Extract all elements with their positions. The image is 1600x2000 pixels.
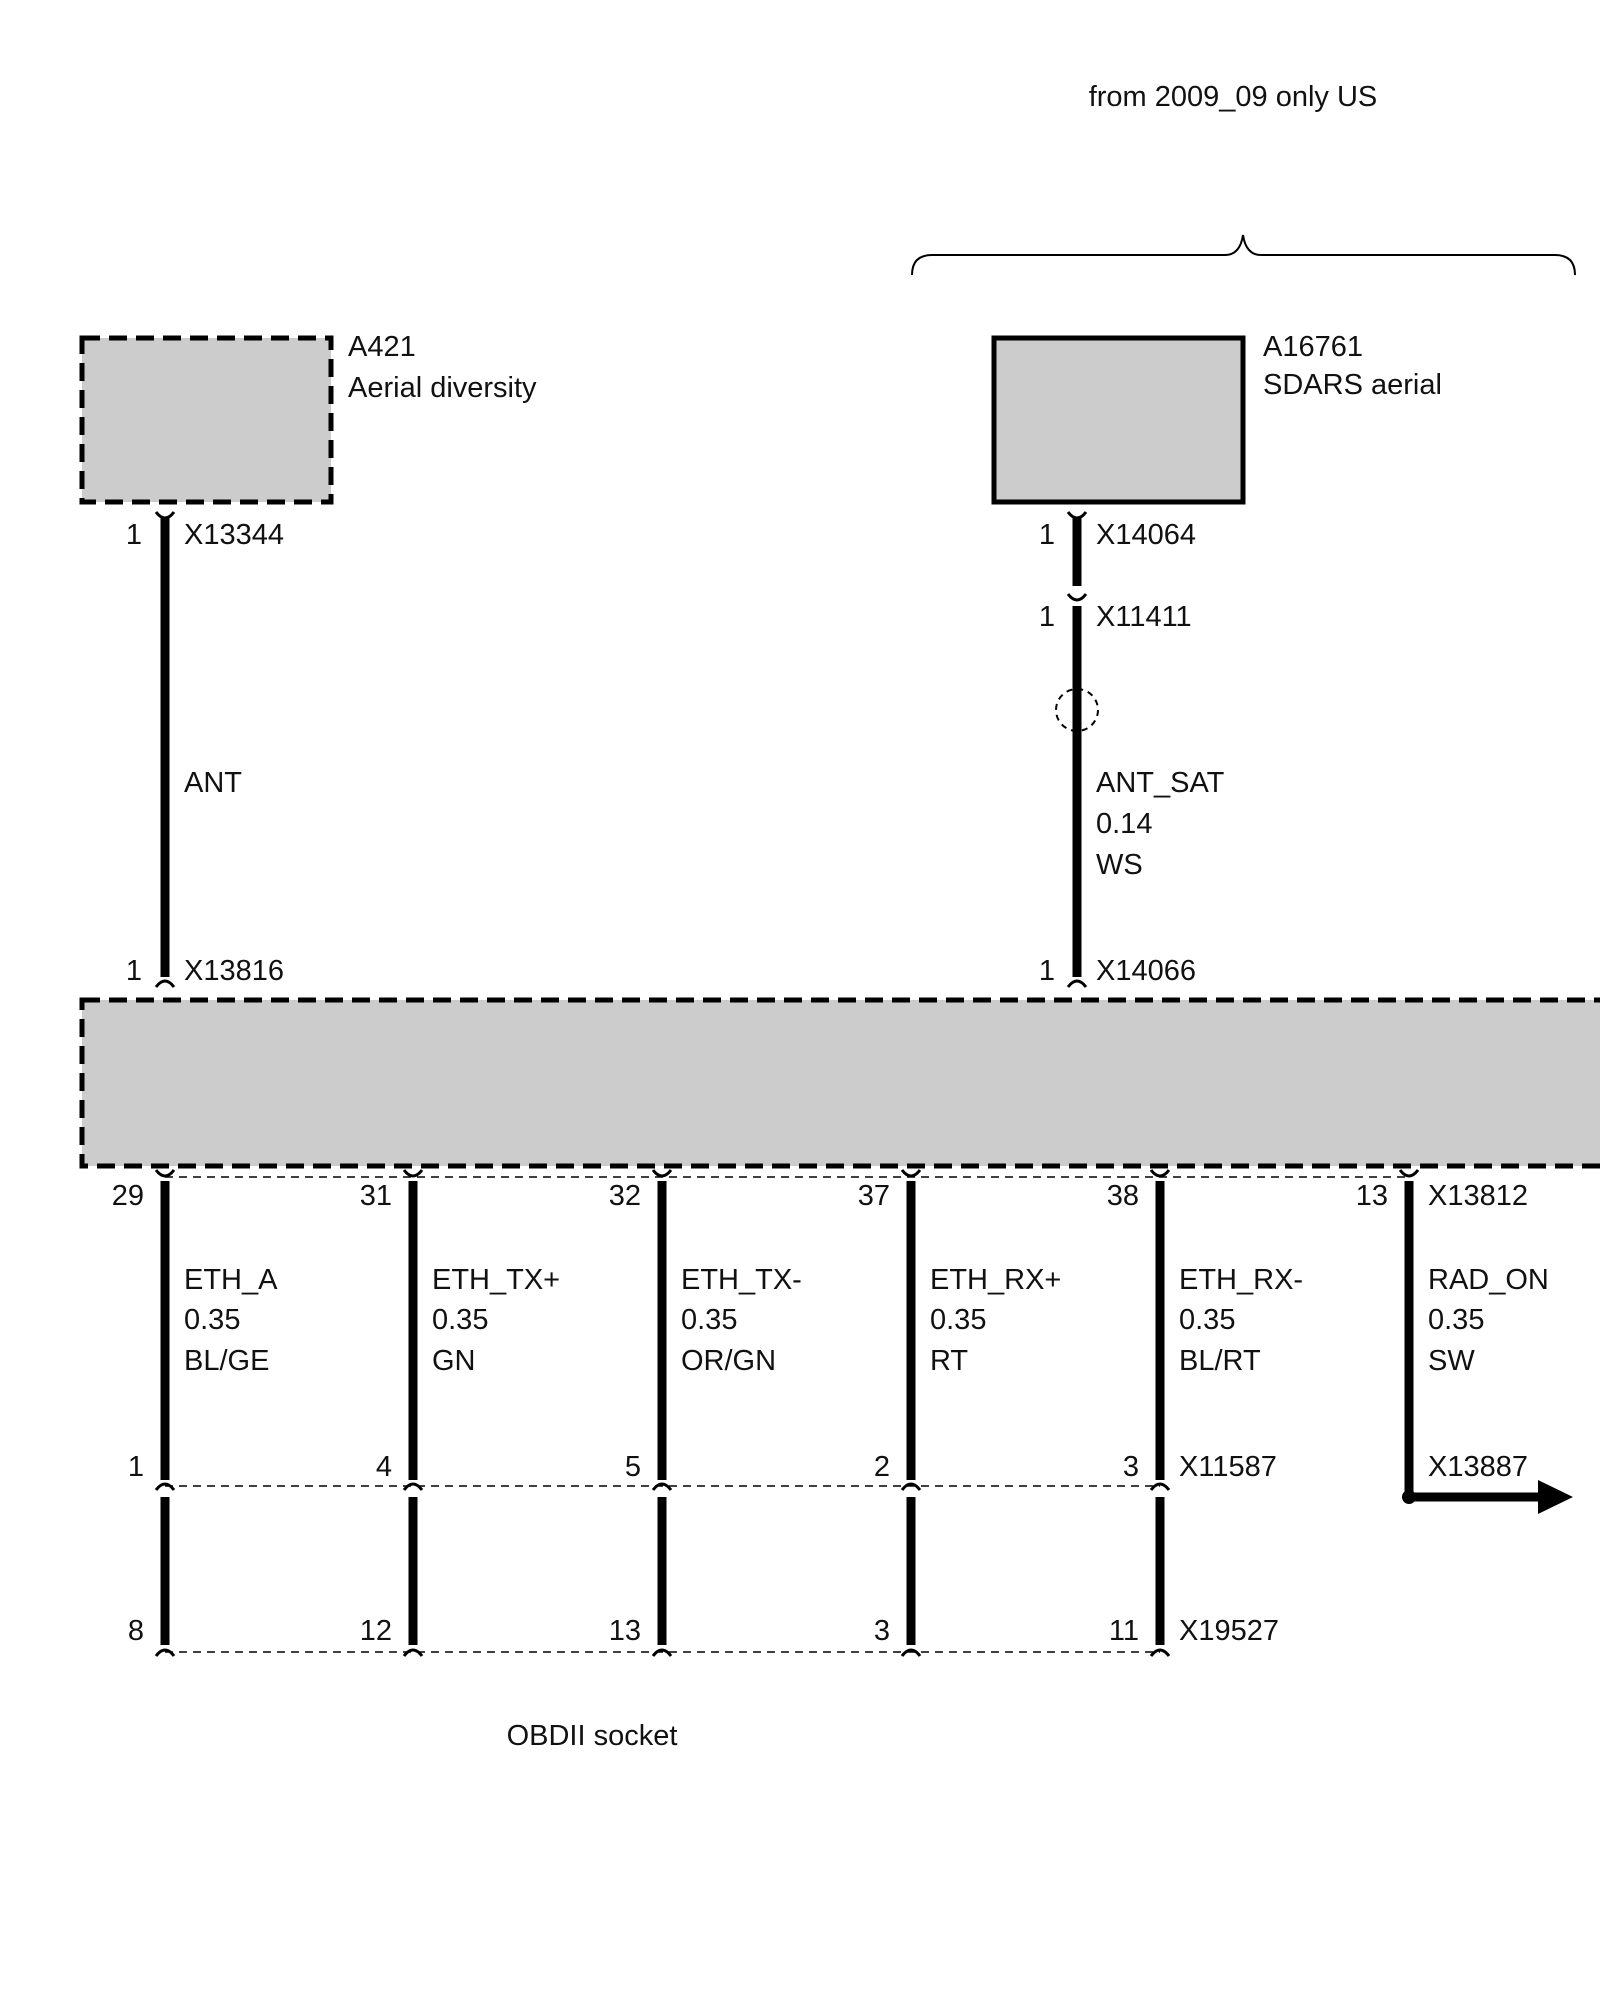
eth-wire-4-color: RT (930, 1345, 968, 1377)
variant-note: from 2009_09 only US (1089, 81, 1378, 113)
x11587-label: X11587 (1179, 1451, 1277, 1483)
eth-wire-3-pin-main: 32 (609, 1180, 641, 1212)
eth-wire-4-pin-main: 37 (858, 1180, 890, 1212)
eth-wire-4-main-connector (900, 1169, 922, 1178)
eth-wire-5-x19527-connector (1149, 1648, 1171, 1657)
sdars-aerial-box (991, 335, 1246, 505)
eth-wire-2: 31 ETH_TX+ 0.35 GN 4 12 (360, 1169, 560, 1657)
eth-wire-5-size: 0.35 (1179, 1304, 1235, 1336)
rad-on-pin-main: 13 (1356, 1180, 1388, 1212)
eth-wire-1-pin-main: 29 (112, 1180, 144, 1212)
eth-wire-2-pin-x11587: 4 (376, 1451, 392, 1483)
x14066-pin: 1 (1039, 955, 1055, 987)
eth-wire-1: 29 ETH_A 0.35 BL/GE 1 8 (112, 1169, 278, 1657)
eth-wire-3: 32 ETH_TX- 0.35 OR/GN 5 13 (609, 1169, 802, 1657)
rad-on-size: 0.35 (1428, 1304, 1484, 1336)
ant-sat-color-label: WS (1096, 849, 1143, 881)
eth-wire-1-pin-x11587: 1 (128, 1451, 144, 1483)
eth-wire-3-main-connector (651, 1169, 673, 1178)
eth-wire-3-signal: ETH_TX- (681, 1264, 802, 1296)
eth-wire-5-signal: ETH_RX- (1179, 1264, 1303, 1296)
eth-wire-4-size: 0.35 (930, 1304, 986, 1336)
x11411-pin: 1 (1039, 601, 1055, 633)
eth-wire-3-x11587-connector (651, 1482, 673, 1491)
x14064-pin: 1 (1039, 519, 1055, 551)
eth-wire-1-color: BL/GE (184, 1345, 269, 1377)
eth-wire-3-pin-x19527: 13 (609, 1615, 641, 1647)
aerial-diversity-name: Aerial diversity (348, 372, 537, 404)
x14064-connector-symbol (1066, 511, 1088, 520)
aerial-diversity-id: A421 (348, 331, 416, 363)
eth-wire-1-x19527-connector (154, 1648, 176, 1657)
x13887-label: X13887 (1428, 1451, 1528, 1483)
sdars-aerial-id: A16761 (1263, 331, 1363, 363)
eth-wire-1-signal: ETH_A (184, 1264, 278, 1296)
eth-wire-3-color: OR/GN (681, 1345, 776, 1377)
eth-wire-4-signal: ETH_RX+ (930, 1264, 1061, 1296)
eth-wire-5-pin-x11587: 3 (1123, 1451, 1139, 1483)
eth-wire-5-pin-main: 38 (1107, 1180, 1139, 1212)
eth-wire-2-color: GN (432, 1345, 476, 1377)
x14066-label: X14066 (1096, 955, 1196, 987)
eth-wire-3-x19527-connector (651, 1648, 673, 1657)
x13887-arrow-icon (1538, 1480, 1573, 1514)
eth-wire-2-x19527-connector (402, 1648, 424, 1657)
x14066-connector-symbol (1066, 979, 1088, 988)
x19527-label: X19527 (1179, 1615, 1279, 1647)
x13812-label: X13812 (1428, 1180, 1528, 1212)
ant-sat-size-label: 0.14 (1096, 808, 1152, 840)
x13812-connector-symbol (1398, 1169, 1420, 1178)
eth-wire-4-pin-x19527: 3 (874, 1615, 890, 1647)
ant-signal-label: ANT (184, 767, 242, 799)
eth-wire-5-pin-x19527: 11 (1109, 1615, 1139, 1647)
x13816-connector-symbol (154, 979, 176, 988)
x13344-pin: 1 (126, 519, 142, 551)
eth-wire-2-main-connector (402, 1169, 424, 1178)
x11411-connector-symbol (1066, 593, 1088, 602)
ant-sat-signal-label: ANT_SAT (1096, 767, 1225, 799)
sdars-aerial-name: SDARS aerial (1263, 369, 1442, 401)
eth-wire-1-size: 0.35 (184, 1304, 240, 1336)
eth-wire-4-pin-x11587: 2 (874, 1451, 890, 1483)
eth-wire-1-pin-x19527: 8 (128, 1615, 144, 1647)
rad-on-wire: 13 X13812 RAD_ON 0.35 SW X13887 (1356, 1169, 1573, 1514)
eth-wire-2-pin-main: 31 (360, 1180, 392, 1212)
x11411-label: X11411 (1096, 601, 1192, 633)
eth-wire-2-size: 0.35 (432, 1304, 488, 1336)
x13344-connector-symbol (154, 511, 176, 520)
eth-wire-2-signal: ETH_TX+ (432, 1264, 560, 1296)
eth-wire-5-color: BL/RT (1179, 1345, 1261, 1377)
shield-symbol (1055, 688, 1099, 732)
eth-wire-3-size: 0.35 (681, 1304, 737, 1336)
eth-wire-5-main-connector (1149, 1169, 1171, 1178)
eth-wire-4-x11587-connector (900, 1482, 922, 1491)
x13344-label: X13344 (184, 519, 284, 551)
eth-wire-4-x19527-connector (900, 1648, 922, 1657)
rad-on-color: SW (1428, 1345, 1475, 1377)
eth-wire-2-x11587-connector (402, 1482, 424, 1491)
eth-wire-3-pin-x11587: 5 (625, 1451, 641, 1483)
eth-wire-1-x11587-connector (154, 1482, 176, 1491)
obd-socket-label: OBDII socket (507, 1720, 678, 1752)
aerial-diversity-box (79, 335, 334, 505)
x14064-label: X14064 (1096, 519, 1196, 551)
eth-wire-2-pin-x19527: 12 (360, 1615, 392, 1647)
rad-on-signal: RAD_ON (1428, 1264, 1549, 1296)
eth-wire-5: 38 ETH_RX- 0.35 BL/RT 3 11 (1107, 1169, 1303, 1657)
variant-brace (911, 234, 1576, 276)
eth-wire-4: 37 ETH_RX+ 0.35 RT 2 3 (858, 1169, 1061, 1657)
main-unit-box (79, 997, 1600, 1169)
eth-wire-1-main-connector (154, 1169, 176, 1178)
x13816-label: X13816 (184, 955, 284, 987)
x13816-pin: 1 (126, 955, 142, 987)
eth-wire-5-x11587-connector (1149, 1482, 1171, 1491)
